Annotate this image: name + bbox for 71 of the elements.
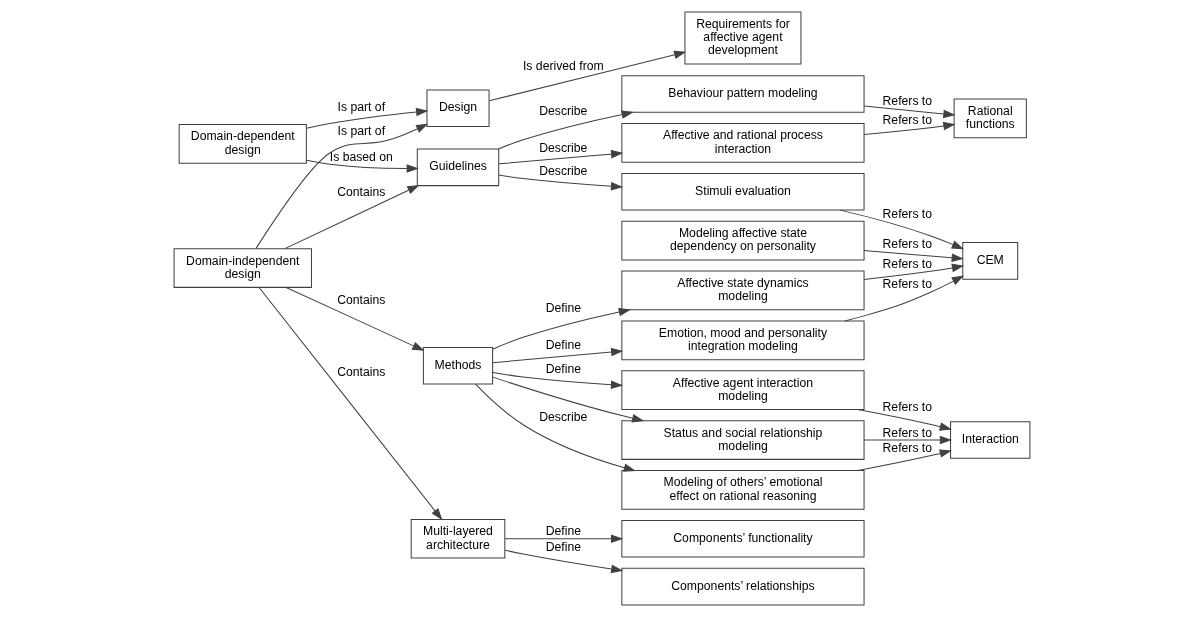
node-box: Stimuli evaluation — [621, 172, 865, 211]
arrow — [863, 263, 965, 280]
edge-label: Refers to — [882, 113, 933, 128]
arrow — [306, 107, 429, 129]
node-box: Status and social relationship modeling — [621, 420, 865, 460]
node-box: Components’ relationships — [621, 567, 865, 606]
arrow — [863, 105, 956, 119]
edge-label: Describe — [539, 164, 588, 179]
node-box: Domain-independent design — [173, 248, 312, 288]
edge-label: Refers to — [882, 93, 933, 108]
node-box: Requirements for affective agent development — [684, 11, 802, 65]
node-box: Emotion, mood and personality integration modeling — [621, 320, 865, 361]
arrow — [284, 185, 420, 250]
edge-label: Define — [545, 539, 581, 554]
arrow — [504, 549, 624, 574]
arrow — [857, 409, 952, 431]
edge-label: Refers to — [882, 276, 933, 291]
arrow — [258, 287, 443, 521]
edge-label: Is derived from — [522, 59, 604, 74]
edge-label: Contains — [337, 293, 386, 308]
arrow — [498, 149, 624, 165]
arrow — [492, 376, 645, 423]
node-box: Modeling affective state dependency on personality — [621, 220, 865, 261]
node-box: Domain-dependent design — [178, 124, 307, 164]
edge-label: Is part of — [337, 99, 386, 114]
arrow — [255, 123, 429, 249]
edge-label: Refers to — [882, 425, 933, 440]
arrow — [492, 371, 624, 389]
edge-label: Refers to — [882, 206, 933, 221]
arrow — [492, 347, 624, 364]
edge-label: Define — [545, 338, 581, 353]
node-box: CEM — [962, 242, 1019, 280]
arrow — [498, 110, 634, 150]
edge-label: Contains — [337, 185, 386, 200]
arrow — [475, 383, 636, 472]
node-box: Modeling of others’ emotional effect on rational reasoning — [621, 470, 865, 510]
edge-label: Is part of — [337, 124, 386, 139]
node-box: Components’ functionality — [621, 519, 865, 558]
node-box: Affective and rational process interaction — [621, 123, 865, 163]
edge-label: Describe — [539, 140, 588, 155]
node-box: Design — [426, 89, 490, 128]
node-box: Interaction — [950, 421, 1031, 459]
node-box: Affective agent interaction modeling — [621, 370, 865, 410]
edge-label: Refers to — [882, 237, 933, 252]
edge-label: Is based on — [329, 149, 393, 164]
edge-label: Refers to — [882, 400, 933, 415]
node-box: Multi-layered architecture — [410, 518, 506, 559]
node-box: Affective state dynamics modeling — [621, 270, 865, 311]
node-box: Guidelines — [416, 148, 500, 187]
arrow — [857, 449, 952, 471]
arrow — [305, 159, 419, 173]
edge-label: Define — [545, 362, 581, 377]
edge-label: Refers to — [882, 440, 933, 455]
edge-label: Describe — [539, 103, 588, 118]
arrow — [863, 435, 953, 445]
node-box: Behaviour pattern modeling — [621, 75, 865, 113]
arrow — [844, 275, 965, 322]
arrow — [863, 121, 956, 136]
arrow — [488, 50, 687, 102]
edge-label: Define — [545, 301, 581, 316]
arrow — [863, 250, 964, 263]
arrow — [498, 174, 624, 191]
edge-label: Describe — [539, 410, 588, 425]
edge-label: Define — [545, 524, 581, 539]
edge-label: Refers to — [882, 256, 933, 271]
arrow — [504, 534, 624, 544]
edge-label: Contains — [337, 364, 386, 379]
node-box: Rational functions — [953, 98, 1027, 139]
arrow — [285, 286, 425, 351]
node-box: Methods — [422, 346, 494, 385]
arrow — [492, 307, 631, 350]
